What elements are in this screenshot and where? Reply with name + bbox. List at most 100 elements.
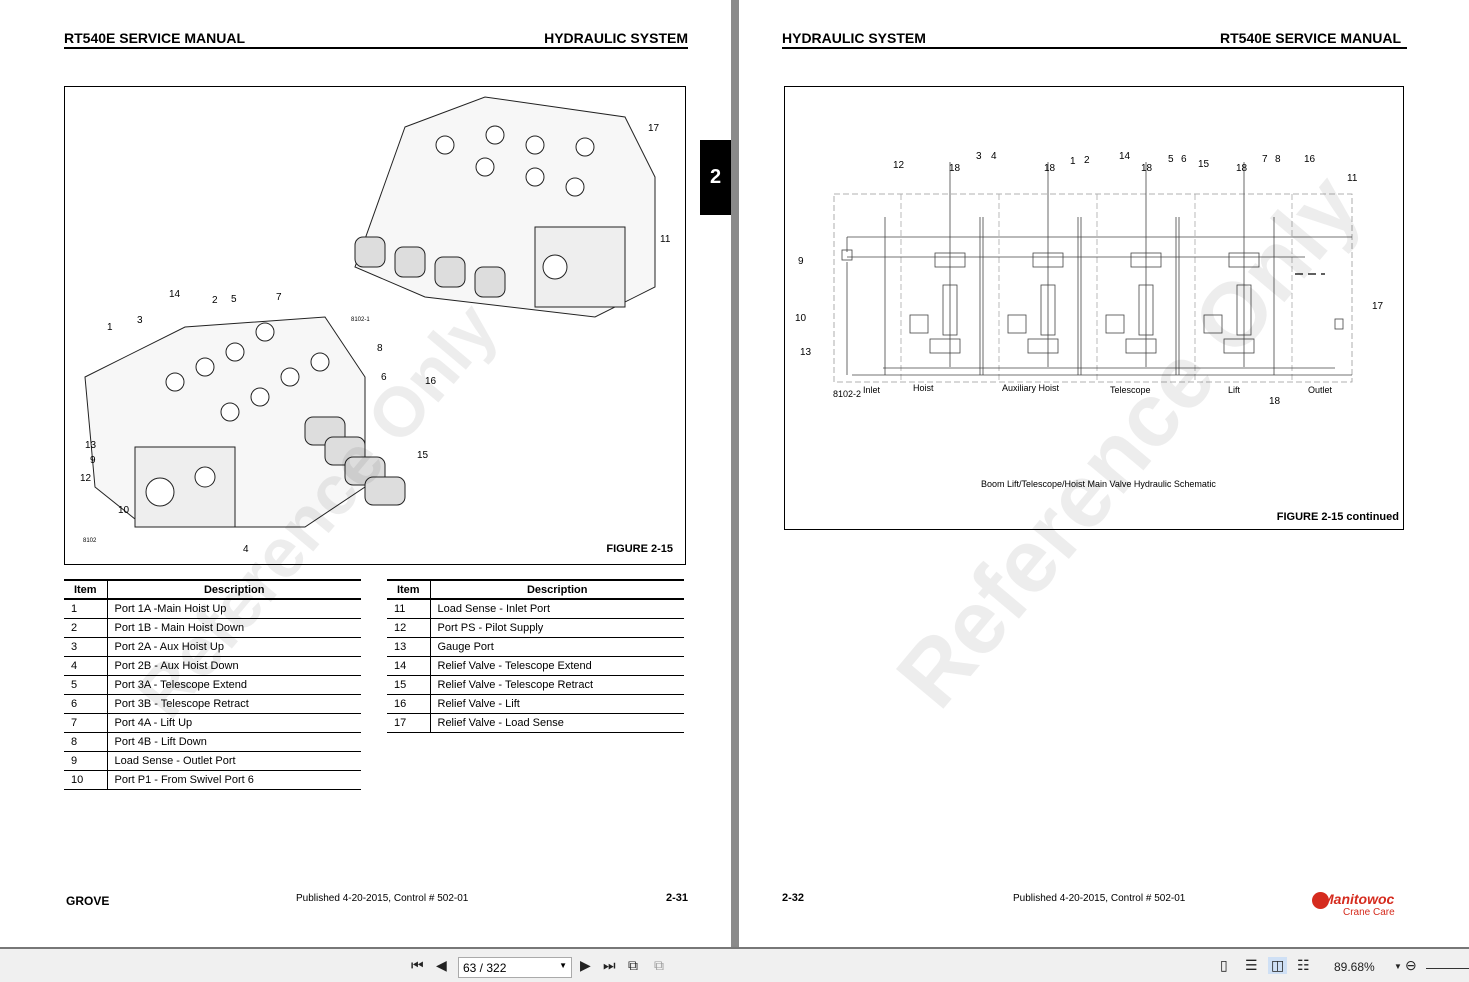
valve-figure: 17 11 14 2 5 7 1 3 8 6 16 13 9 12 10 4 1… (64, 86, 686, 565)
item-description: Port 1B - Main Hoist Down (107, 618, 361, 638)
callout: 15 (417, 450, 429, 461)
callout: 18 (949, 163, 961, 174)
section-label: Hoist (913, 383, 934, 393)
first-page-icon[interactable]: ⏮ (411, 957, 424, 973)
header-rule (782, 47, 1407, 49)
logo-mark-icon (1312, 892, 1329, 909)
callout: 18 (1141, 163, 1153, 174)
callout: 7 (1262, 154, 1268, 165)
zoom-out-icon[interactable]: ⊖ (1405, 957, 1417, 973)
item-description: Port 1A -Main Hoist Up (107, 599, 361, 619)
callout: 1 (1070, 156, 1076, 167)
header-left: RT540E SERVICE MANUAL (64, 30, 246, 46)
footer-published: Published 4-20-2015, Control # 502-01 (296, 893, 469, 904)
callout: 9 (90, 455, 96, 466)
continuous-facing-icon[interactable]: ☷ (1297, 957, 1310, 973)
section-label: Lift (1228, 385, 1241, 395)
valve-section (884, 162, 981, 375)
schematic-title: Boom Lift/Telescope/Hoist Main Valve Hyd… (981, 479, 1216, 489)
previous-view-icon[interactable]: ⧉ (628, 957, 638, 973)
next-page-icon[interactable]: ▶ (580, 957, 591, 973)
callout: 3 (976, 151, 982, 162)
single-page-icon[interactable]: ▯ (1220, 957, 1228, 973)
callout: 16 (1304, 154, 1316, 165)
valve-section (1080, 162, 1177, 375)
footer-published: Published 4-20-2015, Control # 502-01 (1013, 893, 1186, 904)
callout: 16 (425, 376, 437, 387)
item-number: 16 (387, 694, 431, 714)
schematic-figure: 12 18 3 4 18 1 2 14 18 5 6 15 18 7 8 16 … (784, 86, 1404, 530)
zoom-slider[interactable] (1426, 968, 1469, 969)
callout: 14 (169, 289, 181, 300)
item-number: 12 (387, 618, 431, 638)
item-number: 5 (64, 675, 108, 695)
valve-section (1178, 162, 1275, 375)
dropdown-icon[interactable]: ▼ (559, 961, 567, 970)
header-right: RT540E SERVICE MANUAL (1220, 30, 1402, 46)
page-number: 2-31 (666, 892, 689, 904)
next-view-icon[interactable]: ⧉ (654, 957, 664, 973)
valve-section (982, 162, 1079, 375)
callout: 15 (1198, 159, 1210, 170)
figure-code: 8102-2 (833, 389, 862, 399)
item-number: 9 (64, 751, 108, 771)
callout: 10 (118, 505, 130, 516)
page-value: 63 / 322 (463, 961, 507, 975)
previous-page-icon[interactable]: ◀ (436, 957, 447, 973)
manitowoc-logo: Manitowoc Crane Care (1312, 890, 1404, 920)
callout: 3 (137, 315, 143, 326)
callout: 2 (212, 295, 218, 306)
header-right: HYDRAULIC SYSTEM (544, 30, 688, 46)
page-number-input[interactable]: 63 / 322 ▼ (458, 957, 572, 978)
callout: 11 (660, 234, 671, 245)
callout: 2 (1084, 155, 1090, 166)
last-page-icon[interactable]: ⏭ (603, 957, 616, 973)
page-number: 2-32 (782, 892, 805, 904)
callout: 1 (107, 322, 113, 333)
callout: 10 (795, 313, 807, 324)
callout: 7 (276, 292, 282, 303)
callout: 4 (243, 544, 249, 555)
callout: 17 (1372, 301, 1384, 312)
zoom-level[interactable]: 89.68% (1334, 960, 1375, 974)
column-header: Description (430, 579, 684, 600)
callout: 12 (893, 160, 905, 171)
facing-pages-icon[interactable]: ◫ (1268, 957, 1288, 974)
item-description: Port P1 - From Swivel Port 6 (107, 770, 361, 790)
hydraulic-schematic (833, 162, 1353, 383)
item-number: 2 (64, 618, 108, 638)
item-description: Relief Valve - Lift (430, 694, 684, 714)
callout: 9 (798, 256, 804, 267)
right-page: HYDRAULIC SYSTEM RT540E SERVICE MANUAL 1… (739, 0, 1469, 947)
item-description: Port 4A - Lift Up (107, 713, 361, 733)
item-description: Port 2A - Aux Hoist Up (107, 637, 361, 657)
item-number: 4 (64, 656, 108, 676)
callout: 17 (648, 123, 660, 134)
item-number: 1 (64, 599, 108, 619)
item-description: Port 2B - Aux Hoist Down (107, 656, 361, 676)
callout: 13 (800, 347, 812, 358)
section-label: Auxiliary Hoist (1002, 383, 1060, 393)
section-label: Telescope (1110, 385, 1151, 395)
continuous-icon[interactable]: ☰ (1245, 957, 1258, 973)
figure-code: 8102-1 (351, 317, 370, 323)
item-description: Port PS - Pilot Supply (430, 618, 684, 638)
item-number: 15 (387, 675, 431, 695)
callout: 18 (1236, 163, 1248, 174)
callout: 12 (80, 473, 92, 484)
item-number: 10 (64, 770, 108, 790)
item-description: Gauge Port (430, 637, 684, 657)
callout: 6 (381, 372, 387, 383)
zoom-dropdown-icon[interactable]: ▼ (1394, 962, 1402, 971)
item-number: 7 (64, 713, 108, 733)
